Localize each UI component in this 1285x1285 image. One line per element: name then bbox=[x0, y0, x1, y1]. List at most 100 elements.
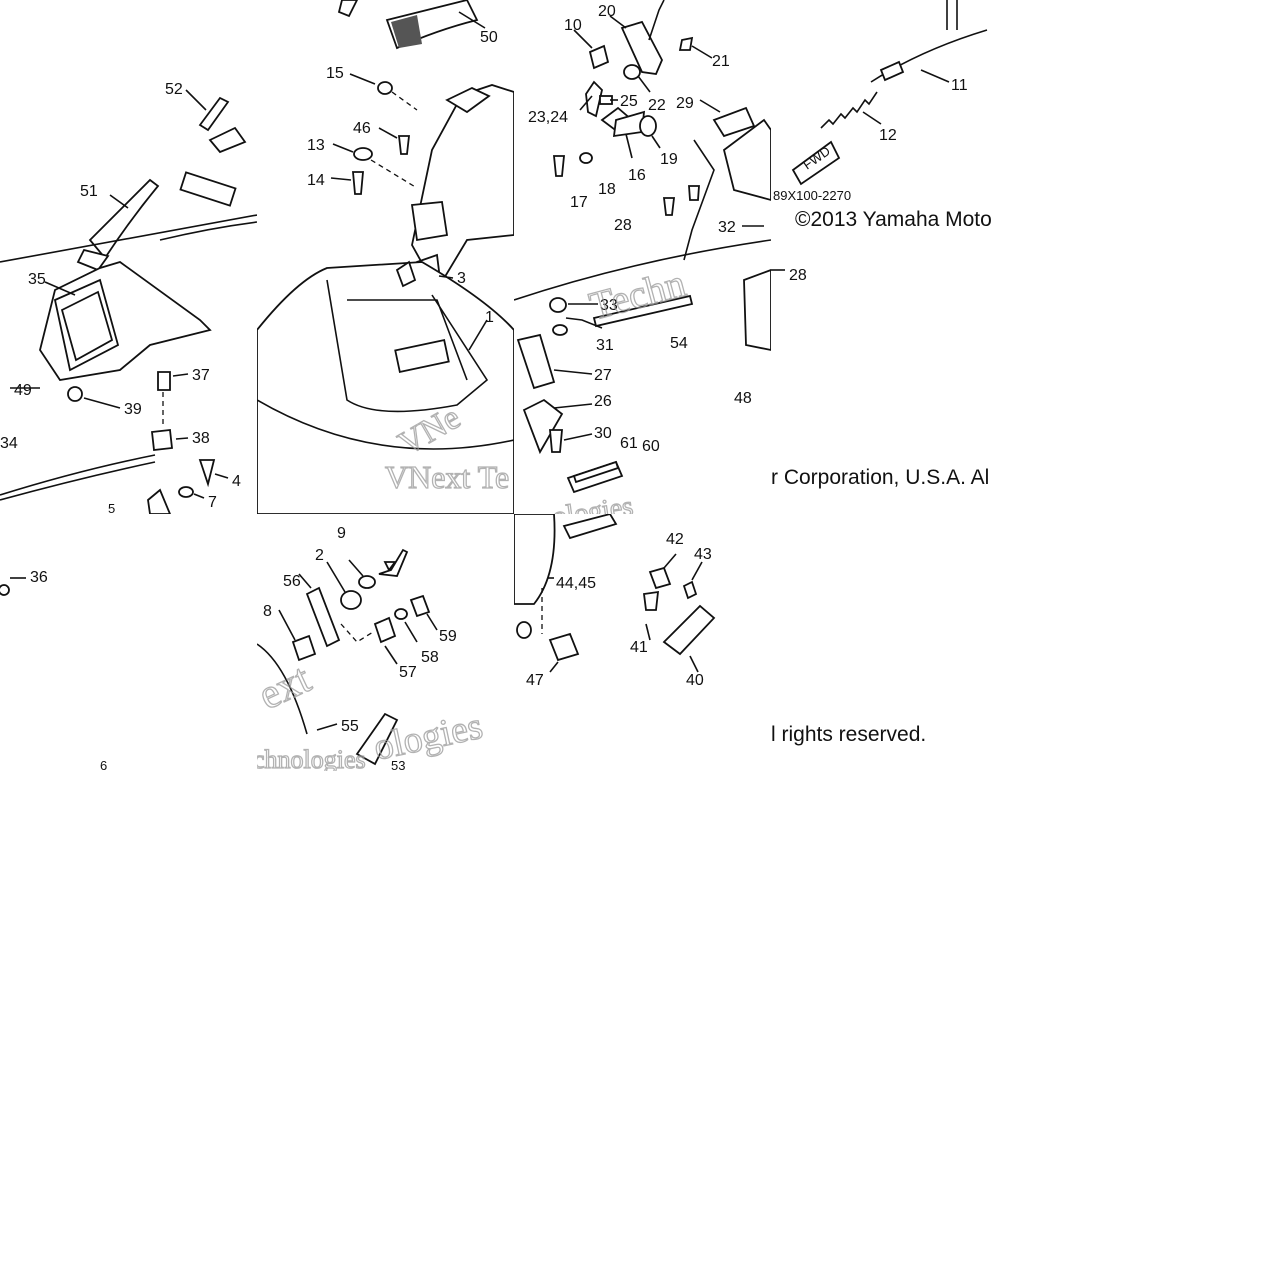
body-sweep-line bbox=[0, 214, 257, 263]
cable-drawing: FWD 11 12 89X100-2270 28 bbox=[771, 0, 988, 284]
label-8: 8 bbox=[263, 603, 272, 620]
label-2: 2 bbox=[315, 547, 324, 564]
cable-end bbox=[688, 185, 700, 201]
part-40-handle bbox=[662, 604, 716, 656]
label-1: 1 bbox=[485, 309, 494, 326]
part-34-strip-lower bbox=[0, 461, 156, 501]
part-48-panel bbox=[743, 269, 771, 351]
diagram-tile-latch: 9 2 56 8 59 58 57 55 53 ext ologies chno… bbox=[257, 514, 514, 771]
diagram-tile-side-panel: 44,45 42 43 41 40 47 bbox=[514, 514, 771, 771]
label-59: 59 bbox=[439, 628, 457, 645]
leader-50 bbox=[458, 11, 486, 29]
leader-39 bbox=[83, 397, 121, 409]
copyright-line-3: l rights reserved. bbox=[771, 723, 927, 746]
leader-41 bbox=[645, 623, 651, 641]
label-56: 56 bbox=[283, 573, 301, 590]
label-33: 33 bbox=[600, 297, 618, 314]
body-sweep-line-2 bbox=[159, 221, 257, 241]
part-29-body bbox=[722, 118, 771, 201]
part-46-bolt bbox=[397, 135, 411, 155]
part-4-bolt bbox=[198, 459, 216, 488]
part-9-pin bbox=[378, 548, 409, 577]
leader-26 bbox=[553, 403, 593, 409]
dash-15 bbox=[391, 91, 418, 111]
leader-4 bbox=[214, 473, 229, 479]
leader-52 bbox=[185, 89, 207, 111]
part-57-bushing bbox=[373, 616, 397, 644]
part-50-dark bbox=[391, 15, 422, 48]
label-49: 49 bbox=[14, 382, 32, 399]
label-35: 35 bbox=[28, 271, 46, 288]
leader-3 bbox=[438, 275, 454, 279]
leader-56 bbox=[298, 573, 312, 589]
part-17-bolt bbox=[553, 155, 565, 177]
leader-40 bbox=[689, 655, 699, 673]
label-58: 58 bbox=[421, 649, 439, 666]
label-34: 34 bbox=[0, 435, 18, 452]
part-5-clip bbox=[395, 260, 417, 288]
label-15: 15 bbox=[326, 65, 344, 82]
part-29-cover bbox=[712, 106, 756, 138]
watermark-vnext: VNext Te bbox=[385, 459, 509, 495]
part-41-bolt bbox=[642, 590, 660, 611]
leader-51 bbox=[109, 194, 129, 209]
part-2-grommet bbox=[340, 590, 362, 610]
part-strip-top bbox=[337, 0, 359, 18]
leader-14 bbox=[330, 177, 352, 181]
hood-recess bbox=[326, 279, 489, 413]
label-6: 6 bbox=[100, 758, 107, 771]
label-61: 61 bbox=[620, 435, 638, 452]
label-46: 46 bbox=[353, 120, 371, 137]
fwd-arrow bbox=[791, 140, 841, 186]
part-10-plate bbox=[588, 44, 610, 70]
label-22: 22 bbox=[648, 97, 666, 114]
leader-30 bbox=[563, 433, 593, 441]
part-37-bolt bbox=[157, 371, 171, 391]
leader-19 bbox=[651, 135, 661, 149]
label-55: 55 bbox=[341, 718, 359, 735]
copyright-line-1: ©2013 Yamaha Moto bbox=[795, 208, 992, 231]
part-7-washer bbox=[178, 486, 194, 498]
part-19-grommet bbox=[639, 115, 657, 137]
label-4: 4 bbox=[232, 473, 241, 490]
drawing-code: 89X100-2270 bbox=[773, 188, 851, 203]
vent-panel bbox=[410, 201, 449, 242]
part-26-stay bbox=[522, 398, 564, 455]
label-21: 21 bbox=[712, 53, 730, 70]
leader-23 bbox=[579, 95, 593, 111]
label-17: 17 bbox=[570, 194, 588, 211]
part-44-panel bbox=[514, 514, 556, 605]
cowl-top bbox=[445, 87, 491, 114]
label-30: 30 bbox=[594, 425, 612, 442]
label-9: 9 bbox=[337, 525, 346, 542]
dash-56-57 bbox=[340, 623, 374, 643]
leader-42 bbox=[663, 553, 677, 569]
leader-7 bbox=[193, 493, 205, 499]
part-61-decal bbox=[572, 460, 620, 484]
leader-27 bbox=[553, 369, 593, 375]
watermark-ext: ext bbox=[257, 656, 318, 720]
leader-10 bbox=[573, 29, 593, 49]
diagram-tile-lower-left: 36 6 bbox=[0, 514, 257, 771]
label-16: 16 bbox=[628, 167, 646, 184]
part-30-bolt bbox=[549, 429, 563, 453]
latch-drawing: 9 2 56 8 59 58 57 55 53 ext ologies chno… bbox=[257, 525, 487, 771]
leader-9 bbox=[348, 559, 364, 577]
hood-inner-line bbox=[347, 299, 468, 381]
part-20-bracket bbox=[620, 20, 663, 75]
part-27-bracket bbox=[516, 333, 556, 390]
part-34-strip-upper bbox=[0, 454, 156, 496]
label-42: 42 bbox=[666, 531, 684, 548]
label-27: 27 bbox=[594, 367, 612, 384]
leader-35 bbox=[44, 281, 76, 296]
label-14: 14 bbox=[307, 172, 325, 189]
label-29: 29 bbox=[676, 95, 694, 112]
panel-plate bbox=[562, 514, 618, 540]
label-44-45: 44,45 bbox=[556, 575, 596, 592]
label-39: 39 bbox=[124, 401, 142, 418]
label-48: 48 bbox=[734, 390, 752, 407]
label-52: 52 bbox=[165, 81, 183, 98]
part-58-washer bbox=[394, 608, 408, 620]
emblem-plate bbox=[179, 171, 237, 207]
dash-13 bbox=[370, 159, 418, 189]
